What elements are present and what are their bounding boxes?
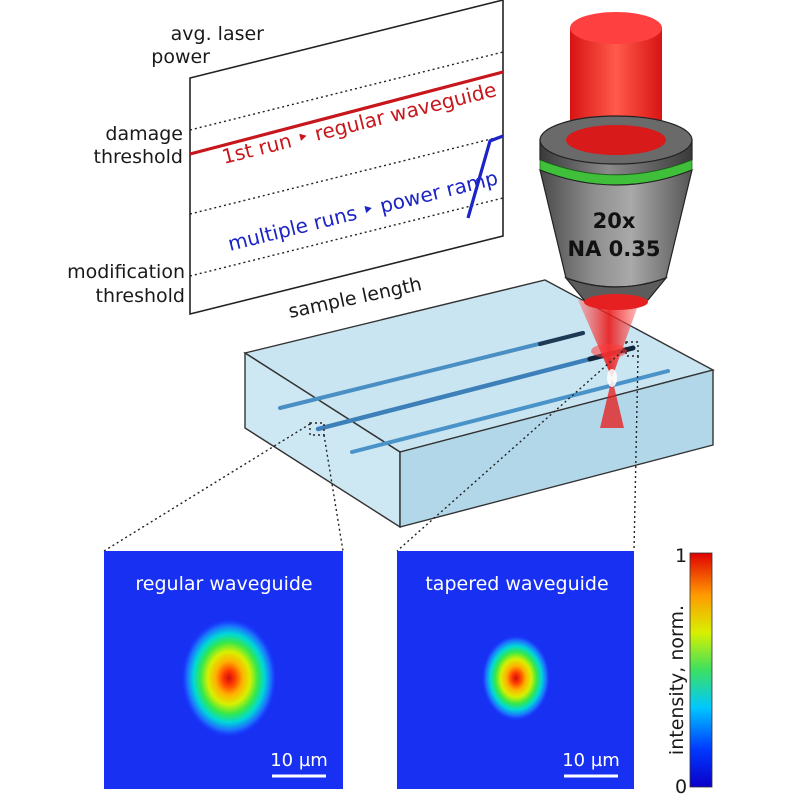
y-axis-label-line2: power — [151, 46, 210, 68]
tapered-waveguide-marker — [625, 341, 639, 357]
projection-left-a — [103, 423, 311, 552]
panel-title: tapered waveguide — [425, 573, 608, 595]
objective-magnification: 20x — [593, 209, 636, 233]
colorbar-min-label: 0 — [675, 776, 687, 798]
colorbar-max-label: 1 — [675, 545, 687, 567]
intensity-colorbar: 1 0 intensity, norm. — [666, 545, 713, 798]
written-segment-1 — [538, 331, 585, 346]
laser-objective: 20x NA 0.35 — [539, 12, 693, 310]
objective-numerical-aperture: NA 0.35 — [568, 237, 661, 261]
mode-profile — [481, 634, 551, 722]
power-graph: 1st run ‣ regular waveguide multiple run… — [67, 0, 504, 323]
modification-label-line2: threshold — [96, 285, 185, 307]
scale-label: 10 µm — [270, 750, 328, 771]
colorbar-gradient — [689, 552, 713, 788]
damage-threshold-line — [189, 51, 504, 131]
glass-sample — [243, 279, 715, 529]
laser-beam-top — [570, 12, 662, 44]
projection-lines — [103, 341, 639, 552]
panel-regular-waveguide: regular waveguide 10 µm — [104, 551, 343, 789]
focal-spot — [607, 369, 617, 387]
focus-cone-bottom — [600, 378, 624, 428]
regular-waveguide-marker — [309, 422, 325, 436]
waveguide-2 — [315, 345, 636, 432]
damage-label-line2: threshold — [94, 146, 183, 168]
modification-label-line1: modification — [67, 261, 185, 283]
objective-lens — [584, 294, 648, 310]
projection-right-a — [396, 347, 627, 552]
colorbar-label: intensity, norm. — [666, 605, 688, 755]
panel-title: regular waveguide — [135, 573, 312, 595]
objective-aperture — [566, 125, 666, 155]
power-ramp-line — [466, 134, 504, 219]
focus-cone-top — [578, 300, 640, 378]
panel-tapered-waveguide: tapered waveguide 10 µm — [397, 551, 634, 789]
graph-plane — [189, 0, 504, 316]
damage-label-line1: damage — [105, 123, 183, 145]
scale-label: 10 µm — [562, 750, 620, 771]
mode-profile — [181, 618, 277, 738]
first-run-line — [189, 70, 504, 156]
y-axis-label-line1: avg. laser — [171, 23, 265, 45]
modification-threshold-line — [189, 197, 504, 277]
waveguide-1 — [278, 331, 585, 410]
ramp-reference-line — [189, 135, 504, 215]
